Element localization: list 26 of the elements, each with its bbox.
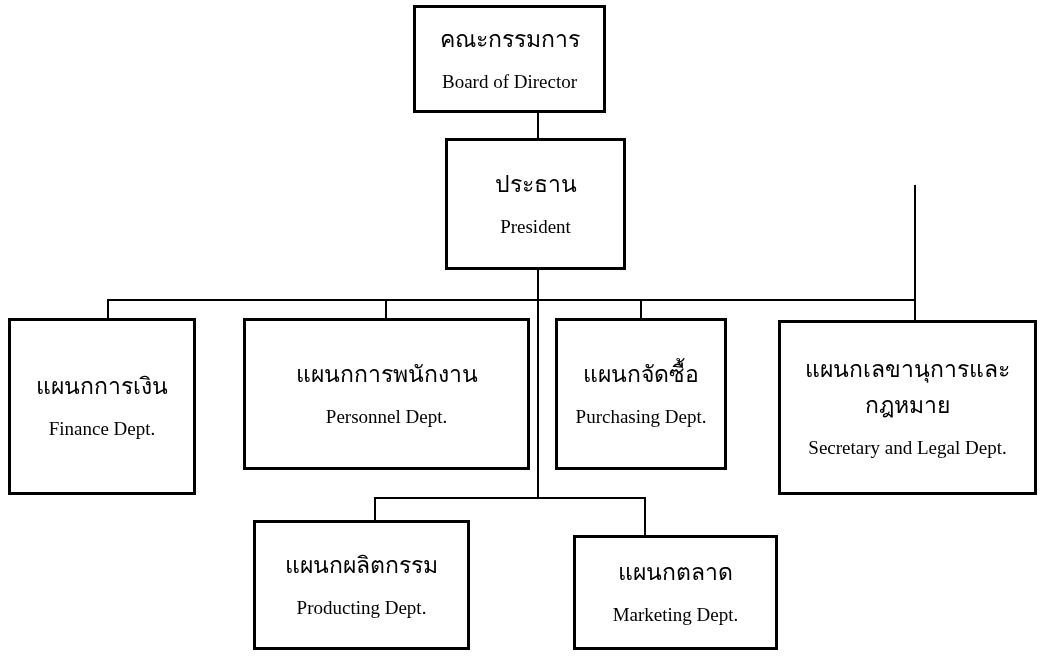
thai-title: แผนกการพนักงาน (295, 359, 478, 389)
board-box (413, 5, 606, 113)
thai-title: แผนกเลขานุการและกฎหมาย (804, 355, 1011, 421)
thai-title: คณะกรรมการ (439, 24, 580, 54)
thai-title: ประธาน (494, 169, 577, 199)
english-title: Finance Dept. (48, 417, 156, 442)
thai-title: แผนกการเงิน (36, 372, 168, 402)
department-box (778, 320, 1037, 495)
english-title: President (500, 214, 571, 239)
president-box (445, 138, 626, 270)
thai-title: แผนกผลิตกรรม (285, 550, 438, 580)
english-title: Marketing Dept. (612, 603, 739, 628)
thai-title: แผนกจัดซื้อ (583, 357, 699, 389)
english-title: Purchasing Dept. (575, 404, 707, 429)
department-box (243, 318, 530, 470)
english-title: Board of Director (441, 69, 578, 94)
connector-line (537, 269, 646, 536)
connector-line (537, 112, 539, 139)
english-title: Producting Dept. (296, 595, 427, 620)
department-box (555, 318, 727, 470)
department-box (253, 520, 470, 650)
english-title: Secretary and Legal Dept. (808, 436, 1007, 461)
department-box (8, 318, 196, 495)
department-box (573, 535, 778, 650)
english-title: Personnel Dept. (325, 404, 448, 429)
thai-title: แผนกตลาด (618, 558, 733, 588)
